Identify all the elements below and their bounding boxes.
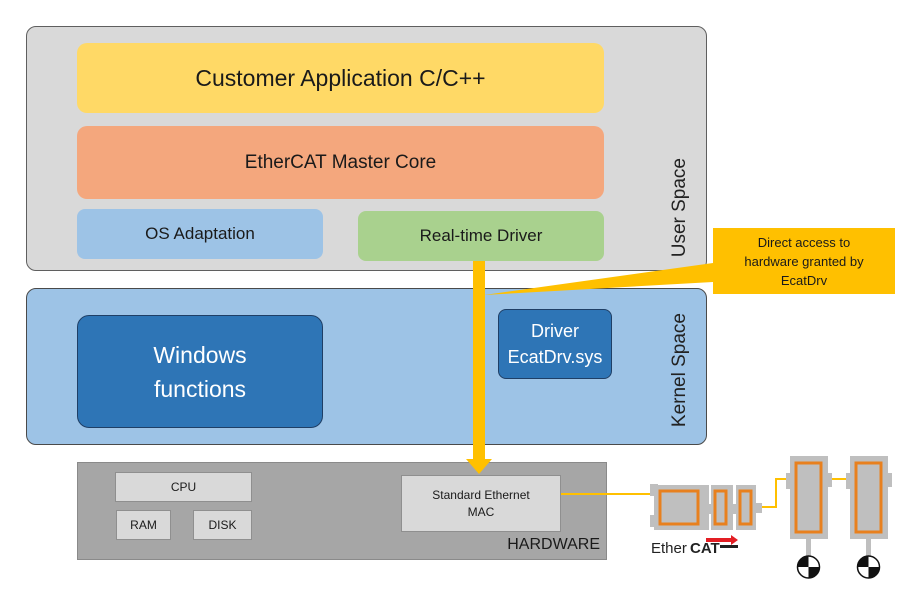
callout-line2: hardware granted by	[744, 253, 864, 269]
hardware-label: HARDWARE	[507, 536, 600, 553]
slave-module-frame	[658, 489, 700, 526]
direct-access-callout: Direct access to hardware granted by Eca…	[713, 228, 895, 294]
ethercat-logo-arrow-red	[706, 535, 738, 545]
slave-module-frame	[713, 489, 728, 526]
ethercat-logo-arrow-black	[720, 545, 738, 548]
motor-icon	[856, 555, 881, 579]
ethercat-logo-suffix: CAT	[690, 540, 720, 557]
ethercat-servo-drive	[846, 456, 892, 579]
motor-icon	[796, 555, 821, 579]
drive-frame	[794, 461, 823, 534]
disk-label: DISK	[208, 518, 237, 532]
os-adaptation-block: OS Adaptation	[77, 209, 323, 259]
disk-block: DISK	[193, 510, 252, 540]
windows-functions-line2: functions	[153, 375, 247, 402]
driver-line1: Driver	[531, 321, 579, 341]
mac-line2: MAC	[467, 504, 495, 519]
slave-module-frame	[738, 489, 753, 526]
realtime-driver-label: Real-time Driver	[419, 226, 543, 245]
realtime-driver-block: Real-time Driver	[358, 211, 604, 261]
ethercat-logo-prefix: Ether	[651, 540, 687, 557]
ram-block: RAM	[116, 510, 171, 540]
customer-application-block: Customer Application C/C++	[77, 43, 604, 113]
ecatdrv-driver-block: Driver EcatDrv.sys	[498, 309, 612, 379]
os-adaptation-label: OS Adaptation	[145, 224, 255, 243]
windows-functions-line1: Windows	[153, 341, 247, 368]
mac-line1: Standard Ethernet	[432, 487, 530, 502]
access-path-arrow-shaft	[473, 261, 485, 459]
driver-line2: EcatDrv.sys	[507, 347, 603, 367]
windows-functions-block: Windows functions	[77, 315, 323, 428]
ethercat-logo: Ether CAT	[651, 535, 738, 557]
hardware-label-container: HARDWARE	[480, 534, 600, 556]
callout-line3: EcatDrv	[780, 272, 828, 288]
drive-frame	[854, 461, 883, 534]
customer-application-label: Customer Application C/C++	[195, 64, 486, 91]
ethercat-slave-terminal	[650, 484, 762, 530]
access-path-arrow-head	[466, 459, 492, 474]
ram-label: RAM	[130, 518, 157, 532]
cpu-block: CPU	[115, 472, 252, 502]
cpu-label: CPU	[170, 480, 197, 494]
master-core-label: EtherCAT Master Core	[244, 151, 437, 173]
callout-pointer	[484, 263, 713, 295]
ethernet-cable	[762, 478, 791, 508]
ethernet-mac-block: Standard Ethernet MAC	[401, 475, 561, 532]
ethercat-servo-drive	[786, 456, 832, 579]
ethercat-master-core-block: EtherCAT Master Core	[77, 126, 604, 199]
callout-line1: Direct access to	[757, 234, 851, 250]
